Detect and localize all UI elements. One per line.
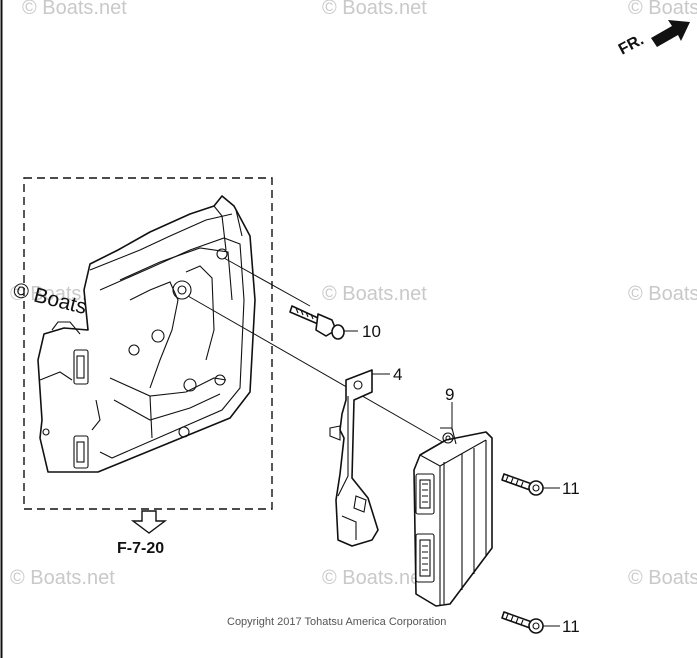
callout-10: 10	[362, 322, 381, 341]
bolt-10: 10	[289, 305, 381, 341]
reference-arrow: F-7-20	[117, 510, 168, 557]
screw-11-upper: 11	[501, 473, 580, 498]
assembly-dashed-box	[23, 177, 273, 510]
watermark: © Boats.net	[22, 0, 127, 19]
down-arrow-icon	[130, 510, 168, 534]
watermark: © Boats.net	[628, 567, 697, 589]
watermark: © Boats.net	[322, 283, 427, 305]
control-module-9: 9	[413, 385, 493, 607]
callout-4: 4	[393, 365, 402, 384]
front-direction-marker: FR.	[616, 20, 690, 59]
screw-11-lower: 11	[501, 611, 580, 636]
reference-label: F-7-20	[117, 540, 164, 557]
leader-line	[187, 295, 447, 445]
watermark: © Boats.net	[628, 0, 697, 19]
watermark-group: © Boats.net © Boats.net © Boats.net © Bo…	[10, 0, 697, 589]
callout-11: 11	[562, 617, 580, 636]
leader-line	[223, 257, 311, 307]
arrow-icon	[651, 20, 690, 47]
callout-9: 9	[445, 385, 454, 404]
watermark: © Boats.net	[10, 567, 115, 589]
engine-bracket-assembly	[37, 195, 256, 473]
callout-11: 11	[562, 479, 580, 498]
watermark: © Boats.net	[322, 0, 427, 19]
watermark: © Boats.net	[322, 567, 427, 589]
copyright-notice: Copyright 2017 Tohatsu America Corporati…	[227, 616, 446, 628]
bracket-4: 4	[329, 365, 402, 547]
watermark: © Boats.net	[628, 283, 697, 305]
direction-label: FR.	[616, 31, 647, 58]
